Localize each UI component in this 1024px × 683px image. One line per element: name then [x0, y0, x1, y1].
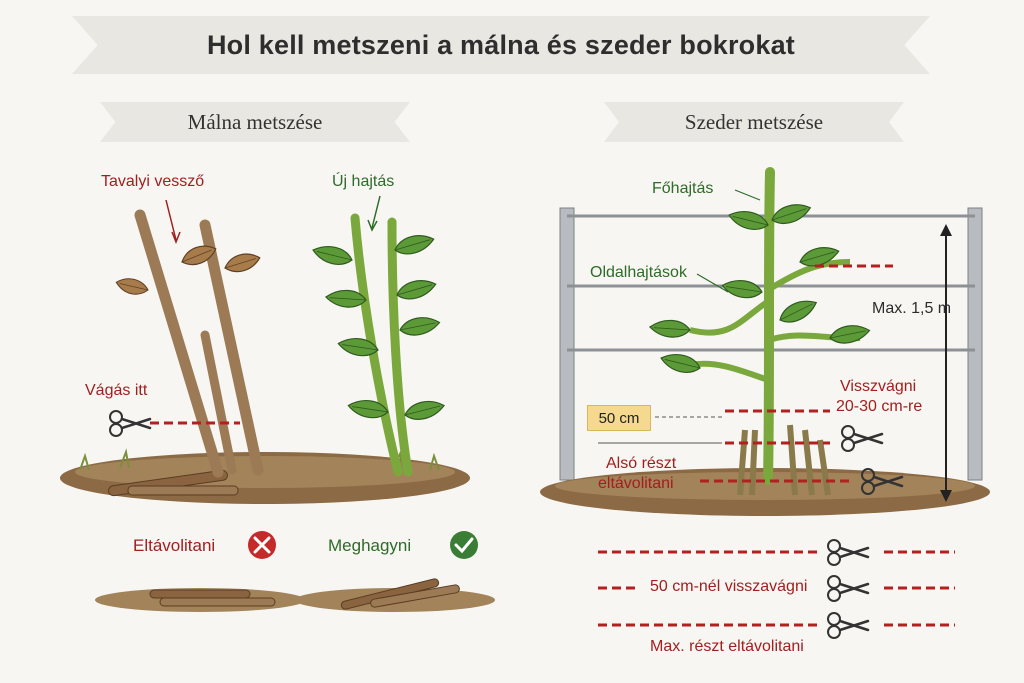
title-banner: Hol kell metszeni a málna és szeder bokr…: [72, 16, 930, 74]
leaf: [398, 315, 442, 337]
leaf: [769, 200, 814, 227]
leaf: [720, 274, 765, 303]
old-leaf: [113, 273, 151, 300]
old-canes: [113, 209, 264, 478]
label-cut-back-line2: 20-30 cm-re: [836, 398, 923, 415]
blackberry-stems: [648, 167, 872, 496]
side-shoot-pointer: [696, 273, 729, 293]
leaf: [394, 277, 439, 302]
remove-pile: [95, 588, 305, 612]
leaf: [658, 347, 703, 379]
label-old-cane: Tavalyi vessző: [101, 173, 205, 190]
leaf: [648, 316, 692, 341]
old-leaf: [222, 250, 263, 275]
raspberry-section-banner: Málna metszése: [100, 102, 410, 142]
label-cut-back-line1: Visszvágni: [840, 378, 917, 395]
label-lower-line1: Alsó részt: [606, 455, 677, 472]
main-shoot-pointer: [734, 189, 761, 201]
leaf: [402, 398, 447, 422]
label-keep: Meghagyni: [328, 536, 412, 555]
new-shoot-pointer: [371, 195, 381, 229]
raspberry-cut-logs: [108, 469, 239, 497]
old-cane-pointer: [165, 199, 177, 241]
label-main-shoot: Főhajtás: [652, 180, 714, 197]
new-shoots: [310, 213, 447, 477]
legend: [598, 550, 955, 627]
scissors-icon: [108, 409, 152, 438]
height-arrow: [940, 224, 952, 502]
label-max-height: Max. 1,5 m: [872, 300, 952, 317]
scissors-icon: [826, 574, 870, 603]
leaf: [310, 239, 355, 271]
label-cut-here: Vágás itt: [85, 382, 148, 399]
blackberry-section-title: Szeder metszése: [684, 109, 824, 134]
label-remove: Eltávolitani: [133, 536, 216, 555]
leaf: [726, 204, 771, 236]
label-side-shoots: Oldalhajtások: [590, 264, 687, 281]
label-new-shoot: Új hajtás: [332, 173, 395, 190]
scissors-icon: [826, 611, 870, 640]
badge-50cm: 50 cm: [587, 405, 651, 431]
trellis: [559, 207, 983, 481]
leaf: [392, 232, 437, 257]
keep-pile: [295, 578, 495, 612]
page-title: Hol kell metszeni a málna és szeder bokr…: [206, 29, 796, 60]
scissors-icon: [826, 538, 870, 567]
blackberry-section-banner: Szeder metszése: [604, 102, 904, 142]
legend-50cm-cut: 50 cm-nél visszavágni: [650, 578, 808, 595]
check-icon: [450, 531, 478, 559]
leaf: [828, 323, 872, 345]
blackberry-cut-lines: [598, 264, 893, 483]
label-lower-line2: eltávolitani: [598, 475, 674, 492]
leaf: [775, 295, 821, 327]
raspberry-section-title: Málna metszése: [187, 109, 323, 134]
scissors-icon: [840, 424, 884, 453]
legend-max-remove: Max. részt eltávolitani: [650, 638, 804, 655]
